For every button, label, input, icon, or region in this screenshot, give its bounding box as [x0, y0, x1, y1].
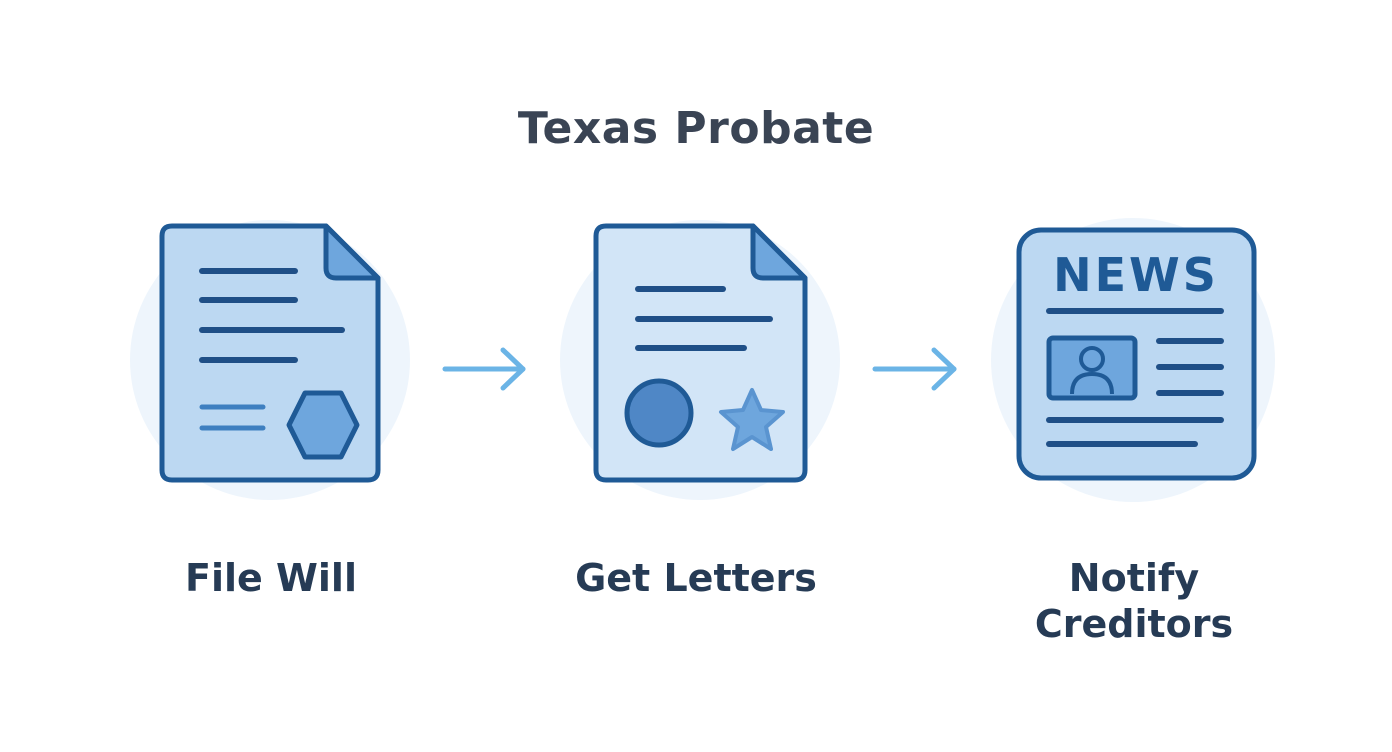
letters-certificate-icon [593, 223, 808, 483]
seal-icon [624, 378, 694, 448]
seal-icon [286, 390, 360, 460]
star-icon [719, 388, 785, 451]
newspaper-masthead: NEWS [1053, 248, 1219, 302]
step-label-line-2: Creditors [1034, 602, 1234, 646]
diagram-title: Texas Probate [517, 103, 875, 154]
newspaper-icon: NEWS [1016, 227, 1257, 481]
step-label-line-1: Notify [1068, 556, 1200, 600]
will-document-icon [159, 223, 381, 483]
arrow-2 [872, 347, 957, 391]
arrow-1 [442, 347, 526, 391]
step-label-file-will: File Will [184, 556, 357, 600]
step-label-get-letters: Get Letters [575, 556, 817, 600]
step-label-notify-creditors: Notify Creditors [964, 555, 1304, 647]
